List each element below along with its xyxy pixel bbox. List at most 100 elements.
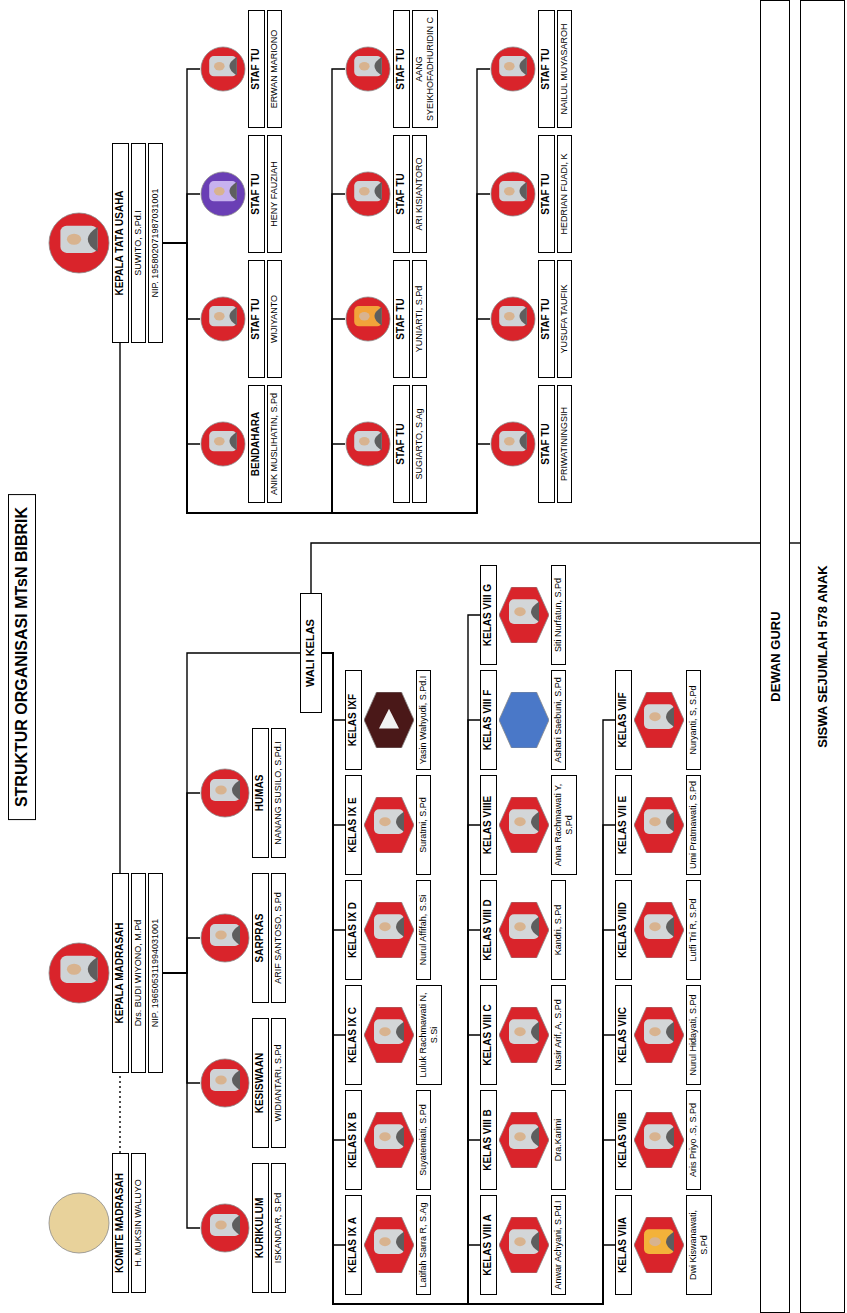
person-shoulders bbox=[531, 917, 539, 937]
person-shoulders bbox=[666, 917, 674, 937]
photo-hexagon bbox=[634, 692, 684, 748]
person-shoulders bbox=[229, 432, 236, 450]
photo-background bbox=[644, 1124, 674, 1149]
photo-circle bbox=[48, 212, 110, 274]
photo-background bbox=[374, 1229, 404, 1254]
person-head bbox=[359, 312, 370, 320]
person-head bbox=[215, 786, 227, 795]
person-shoulders bbox=[232, 925, 240, 945]
photo-hexagon bbox=[634, 902, 684, 958]
class-label: KELAS VIIF bbox=[615, 670, 632, 770]
photo-mark bbox=[379, 709, 399, 729]
photo-background bbox=[354, 181, 382, 201]
name-label: HENY FAUZIAH bbox=[267, 135, 282, 253]
photo-hexagon bbox=[499, 1217, 549, 1273]
band-label: SISWA SEJUMLAH 578 ANAK bbox=[815, 561, 830, 752]
connector-line bbox=[322, 653, 615, 1304]
connector-line bbox=[311, 543, 760, 593]
circle-frame bbox=[491, 172, 535, 216]
class-label: KELAS VIID bbox=[615, 880, 632, 980]
person-card: KEPALA MADRASAHDrs. BUDI WIYONO, M.PdNIP… bbox=[48, 873, 163, 1073]
class-label: KELAS VIIB bbox=[615, 1090, 632, 1190]
photo-background bbox=[644, 1229, 674, 1254]
connector-line bbox=[322, 653, 480, 1304]
person-head bbox=[359, 187, 370, 195]
name-label: Nuryanti, S, S.Pd bbox=[686, 670, 701, 770]
name-label: AANG SYEIKHOFADHURIDIN C bbox=[412, 10, 439, 128]
staff-card: STAF TUERWAN MARIONO bbox=[200, 10, 282, 128]
photo-background bbox=[644, 1019, 674, 1044]
photo-background bbox=[354, 56, 382, 76]
class-label: KELAS IX D bbox=[345, 880, 362, 980]
person-head bbox=[514, 817, 526, 826]
name-label: Suyatemiati, S.Pd bbox=[416, 1090, 431, 1190]
photo-background bbox=[210, 1069, 240, 1091]
photo-background bbox=[209, 181, 237, 201]
class-card: KELAS VIII AAnwar Achyani, S.Pd.I bbox=[480, 1195, 566, 1295]
staff-card: STAF TUHENY FAUZIAH bbox=[200, 135, 282, 253]
person-shoulders bbox=[666, 1022, 674, 1042]
name-label: ISKANDAR, S.Pd bbox=[271, 1163, 286, 1293]
circle-frame bbox=[346, 422, 390, 466]
connector-line bbox=[163, 243, 345, 513]
nip-label: NIP. 196505311994031001 bbox=[148, 873, 163, 1073]
role-label: STAF TU bbox=[393, 385, 410, 503]
class-label: KELAS VIII G bbox=[480, 565, 497, 665]
person-head bbox=[379, 817, 391, 826]
photo-circle bbox=[490, 46, 536, 92]
role-label: HUMAS bbox=[252, 728, 269, 858]
person-shoulders bbox=[229, 307, 236, 325]
group-label: WALI KELAS bbox=[300, 593, 322, 713]
role-label: STAF TU bbox=[248, 135, 265, 253]
role-label: STAF TU bbox=[393, 260, 410, 378]
photo-hexagon bbox=[364, 902, 414, 958]
hexagon-frame bbox=[499, 692, 549, 748]
name-label: ARI KISIANTORO bbox=[412, 135, 427, 253]
circle-frame bbox=[49, 943, 109, 1003]
class-card: KELAS VIII BDra.Karimi bbox=[480, 1090, 566, 1190]
class-label: KELAS IX C bbox=[345, 985, 362, 1085]
photo-background bbox=[509, 599, 539, 624]
role-label: STAF TU bbox=[248, 260, 265, 378]
photo-hexagon bbox=[364, 1217, 414, 1273]
photo-circle bbox=[200, 768, 250, 818]
role-label: STAF TU bbox=[248, 10, 265, 128]
photo-background bbox=[499, 181, 527, 201]
photo-background bbox=[209, 431, 237, 451]
person-shoulders bbox=[531, 1022, 539, 1042]
photo-background bbox=[210, 779, 240, 801]
connector-line bbox=[322, 653, 615, 1304]
role-label: STAF TU bbox=[393, 135, 410, 253]
person-shoulders bbox=[666, 812, 674, 832]
hexagon-frame bbox=[634, 1112, 684, 1168]
person-head bbox=[649, 1237, 661, 1246]
connector-line bbox=[163, 69, 490, 513]
photo-background bbox=[374, 914, 404, 939]
name-label: YUNIARTI, S.Pd bbox=[412, 260, 427, 378]
person-shoulders bbox=[519, 432, 526, 450]
name-label: Aris Priyo .S, S.Pd bbox=[686, 1090, 701, 1190]
connector-line bbox=[322, 653, 480, 1304]
circle-frame bbox=[201, 172, 245, 216]
person-head bbox=[215, 1221, 227, 1230]
connector-line bbox=[163, 243, 200, 444]
class-label: KELAS IX E bbox=[345, 775, 362, 875]
photo-background bbox=[374, 1124, 404, 1149]
hexagon-frame bbox=[499, 587, 549, 643]
person-shoulders bbox=[519, 307, 526, 325]
person-shoulders bbox=[666, 1232, 674, 1252]
photo-background bbox=[499, 431, 527, 451]
connector-line bbox=[163, 243, 345, 513]
photo-circle bbox=[490, 171, 536, 217]
name-label: H. MUKSIN WALUYO bbox=[131, 1153, 146, 1293]
photo-hexagon bbox=[499, 1007, 549, 1063]
person-head bbox=[504, 312, 515, 320]
person-head bbox=[67, 964, 81, 975]
photo-hexagon bbox=[364, 797, 414, 853]
photo-background bbox=[354, 431, 382, 451]
hexagon-frame bbox=[634, 902, 684, 958]
photo-background bbox=[644, 914, 674, 939]
circle-frame bbox=[49, 213, 109, 273]
name-label: Kandri, S.Pd bbox=[551, 880, 566, 980]
